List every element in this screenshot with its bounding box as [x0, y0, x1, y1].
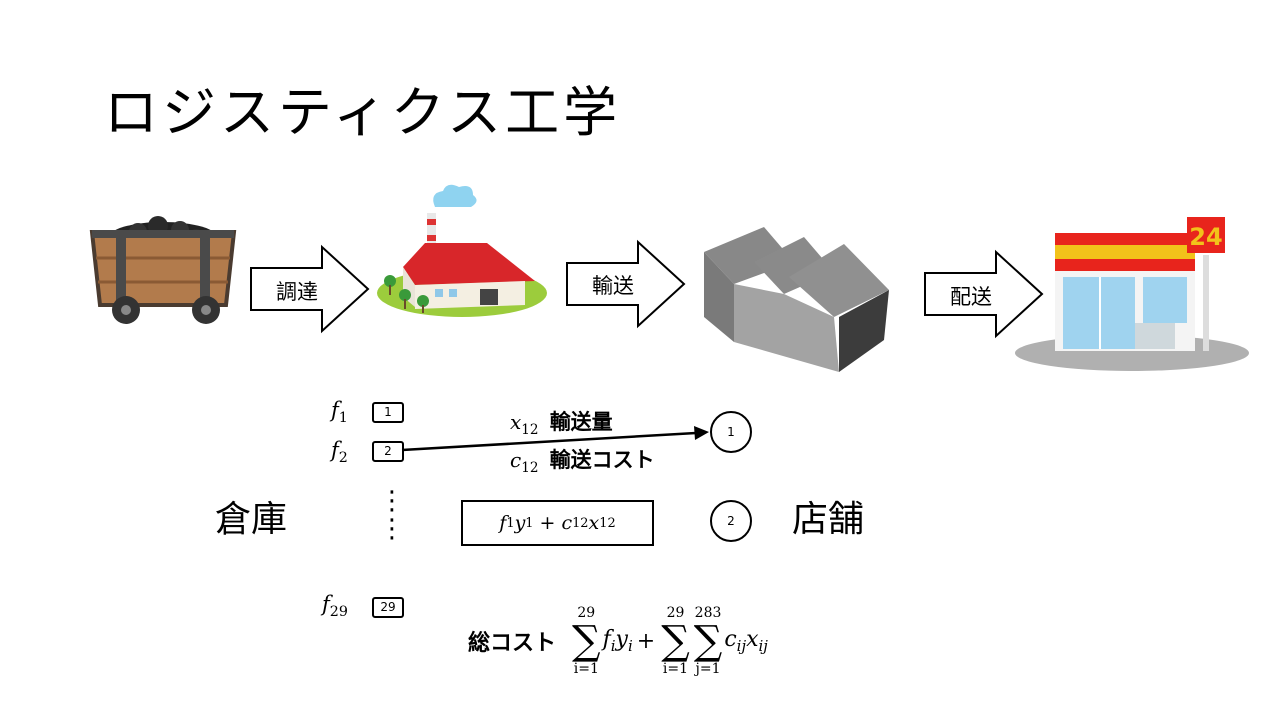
procure-label: 調達 — [276, 280, 318, 304]
warehouse-node-2: 2 — [372, 441, 404, 462]
warehouse-node-1: 1 — [372, 402, 404, 423]
store-label: 店舗 — [792, 499, 865, 540]
warehouse-cost-label-2: f2 — [331, 438, 348, 466]
coal-cart-icon — [89, 216, 237, 324]
transport-cost-label: 輸送コスト — [549, 448, 655, 472]
deliver-label: 配送 — [950, 285, 992, 309]
warehouse-cost-label-1: f1 — [331, 398, 348, 426]
transport-qty-annotation: x12 輸送量 — [510, 410, 613, 438]
store-node-1: 1 — [710, 411, 752, 453]
transport-cost-annotation: c12 輸送コスト — [510, 448, 655, 476]
sum-symbol-1: 29 ∑ i=1 — [572, 605, 601, 677]
page-title: ロジスティクス工学 — [104, 81, 622, 144]
ellipsis-vertical: ⋮ — [379, 486, 405, 516]
ellipsis-vertical-2: ⋮ — [379, 514, 405, 544]
convenience-store-icon: 24 — [1015, 217, 1249, 371]
procure-arrow — [250, 244, 370, 334]
total-cost-label: 総コスト — [468, 631, 557, 656]
sum-symbol-3: 283 ∑ j=1 — [693, 605, 723, 677]
deliver-arrow — [924, 249, 1044, 339]
transport-label: 輸送 — [592, 274, 634, 298]
factory-icon — [377, 184, 547, 317]
transport-arrow — [566, 239, 686, 329]
warehouse-icon — [704, 227, 889, 372]
warehouse-label: 倉庫 — [215, 499, 288, 540]
total-cost-formula: 総コスト 29 ∑ i=1 fiyi + 29 ∑ i=1 283 ∑ j=1 … — [468, 605, 768, 677]
transport-qty-label: 輸送量 — [549, 410, 613, 434]
warehouse-cost-label-29: f29 — [322, 592, 348, 620]
sum-symbol-2: 29 ∑ i=1 — [661, 605, 690, 677]
store-sign-text: 24 — [1189, 223, 1222, 251]
store-node-2: 2 — [710, 500, 752, 542]
warehouse-node-29: 29 — [372, 597, 404, 618]
